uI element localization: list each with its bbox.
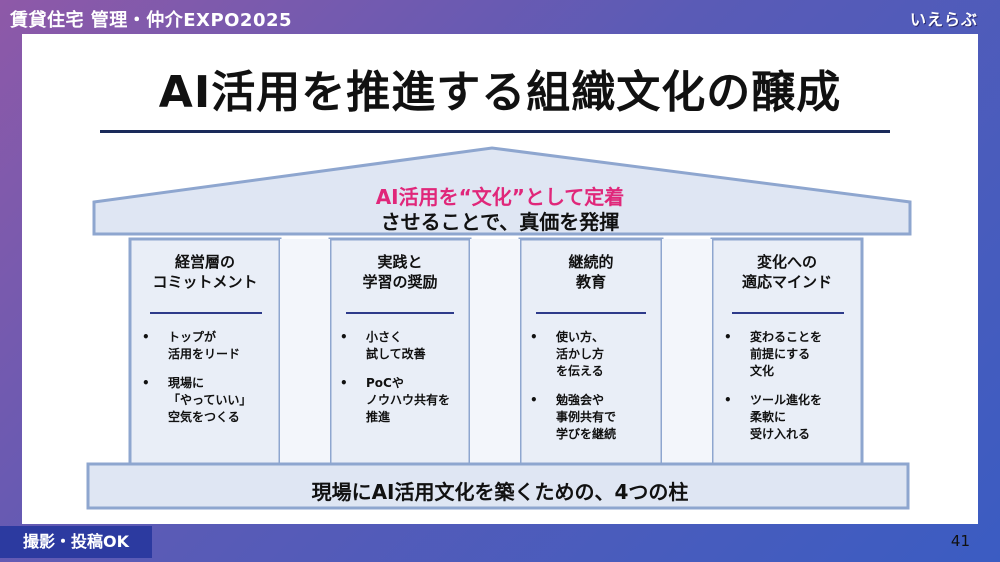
pillar-2-bullet-1: • 小さく 試して改善 [340,329,450,363]
bullet-line: 文化 [750,364,775,378]
bullet-line: 前提にする [750,347,811,361]
pillar-2-title: 実践と 学習の奨励 [330,252,470,292]
pillar-3-bullet-2: • 勉強会や 事例共有で 学びを継続 [530,392,616,443]
bullet-line: 事例共有で [556,410,617,424]
bullet-line: 使い方、 [556,330,605,344]
pillar-1-bullet-1: • トップが 活用をリード [142,329,251,363]
pillar-4-bullet-1: • 変わることを 前提にする 文化 [724,329,822,380]
pillar-3-bullets: • 使い方、 活かし方 を伝える • 勉強会や 事例共有で 学びを継続 [530,329,616,455]
pillar-2-divider [346,312,454,314]
roof-headline: AI活用を“文化”として定着 [375,185,625,209]
pillar-4-divider [732,312,844,314]
temple-base-label: 現場にAI活用文化を築くための、4つの柱 [311,480,689,504]
pillar-3-title-line-2: 教育 [575,273,606,291]
bullet-marker: • [340,330,348,344]
bullet-marker: • [530,393,538,407]
pillar-3-bullet-1: • 使い方、 活かし方 を伝える [530,329,616,380]
pillar-1-title-line-1: 経営層の [174,253,235,271]
photo-ok-badge: 撮影・投稿OK [0,526,152,558]
bullet-line: 勉強会や [556,393,605,407]
bullet-line: 変わることを [750,330,823,344]
pillar-gap-3 [662,239,712,464]
brand-logo: いえらぶ [909,10,978,29]
bullet-line: 受け入れる [750,427,811,441]
bullet-marker: • [530,330,538,344]
temple-diagram: AI活用を“文化”として定着 させることで、真価を発揮 経営層の コミットメント… [22,34,978,524]
bullet-line: PoCや [366,376,404,390]
bullet-line: 小さく [366,330,403,344]
pillar-gap-1 [280,239,330,464]
bullet-line: 学びを継続 [556,427,617,441]
page-number: 41 [950,532,970,550]
pillar-2-bullets: • 小さく 試して改善 • PoCや ノウハウ共有を 推進 [340,329,450,438]
bullet-marker: • [724,330,732,344]
pillar-3-title: 継続的 教育 [520,252,662,292]
pillar-1-shape [128,237,282,466]
temple-base [86,462,910,510]
event-title: 賃貸住宅 管理・仲介EXPO2025 [10,10,293,31]
bullet-line: 「やっていい」 [168,393,252,407]
roof-subline: させることで、真価を発揮 [380,210,620,234]
bullet-line: を伝える [556,364,604,378]
bullet-line: 活用をリード [168,347,241,361]
bullet-line: 空気をつくる [168,410,240,424]
pillar-1-bullets: • トップが 活用をリード • 現場に 「やっていい」 空気をつくる [142,329,251,438]
bullet-marker: • [142,330,150,344]
pillar-1-bullet-2: • 現場に 「やっていい」 空気をつくる [142,375,251,426]
pillar-gap-2 [470,239,520,464]
pillar-1-divider [150,312,262,314]
pillar-4-title-line-2: 適応マインド [741,273,832,291]
slide-canvas: AI活用を推進する組織文化の醸成 AI活用を“文化”として定着 させることで、真… [22,34,978,524]
bullet-line: 推進 [366,410,391,424]
pillar-3-divider [536,312,646,314]
pillar-4-title: 変化への 適応マインド [712,252,862,292]
bullet-line: ツール進化を [750,393,823,407]
bullet-line: ノウハウ共有を [366,393,451,407]
title-underline [100,130,890,133]
bullet-line: 試して改善 [366,347,426,361]
pillar-4-title-line-1: 変化への [756,253,817,271]
temple-roof [92,146,912,236]
bullet-line: 現場に [168,376,205,390]
pillar-4-bullet-2: • ツール進化を 柔軟に 受け入れる [724,392,822,443]
pillar-1-title: 経営層の コミットメント [130,252,280,292]
pillar-2-title-line-1: 実践と [377,253,423,271]
bullet-line: 柔軟に [750,410,787,424]
bullet-line: 活かし方 [556,347,605,361]
pillar-2-title-line-2: 学習の奨励 [362,273,438,291]
bullet-marker: • [142,376,150,390]
pillar-3-title-line-1: 継続的 [568,253,614,271]
bullet-marker: • [724,393,732,407]
slide-title: AI活用を推進する組織文化の醸成 [158,67,842,118]
bullet-line: トップが [168,330,217,344]
pillar-4-bullets: • 変わることを 前提にする 文化 • ツール進化を 柔軟に 受け入れる [724,329,822,455]
pillar-1-title-line-2: コミットメント [152,273,258,291]
pillar-2-bullet-2: • PoCや ノウハウ共有を 推進 [340,375,450,426]
bullet-marker: • [340,376,348,390]
temple-graphic [86,146,912,510]
